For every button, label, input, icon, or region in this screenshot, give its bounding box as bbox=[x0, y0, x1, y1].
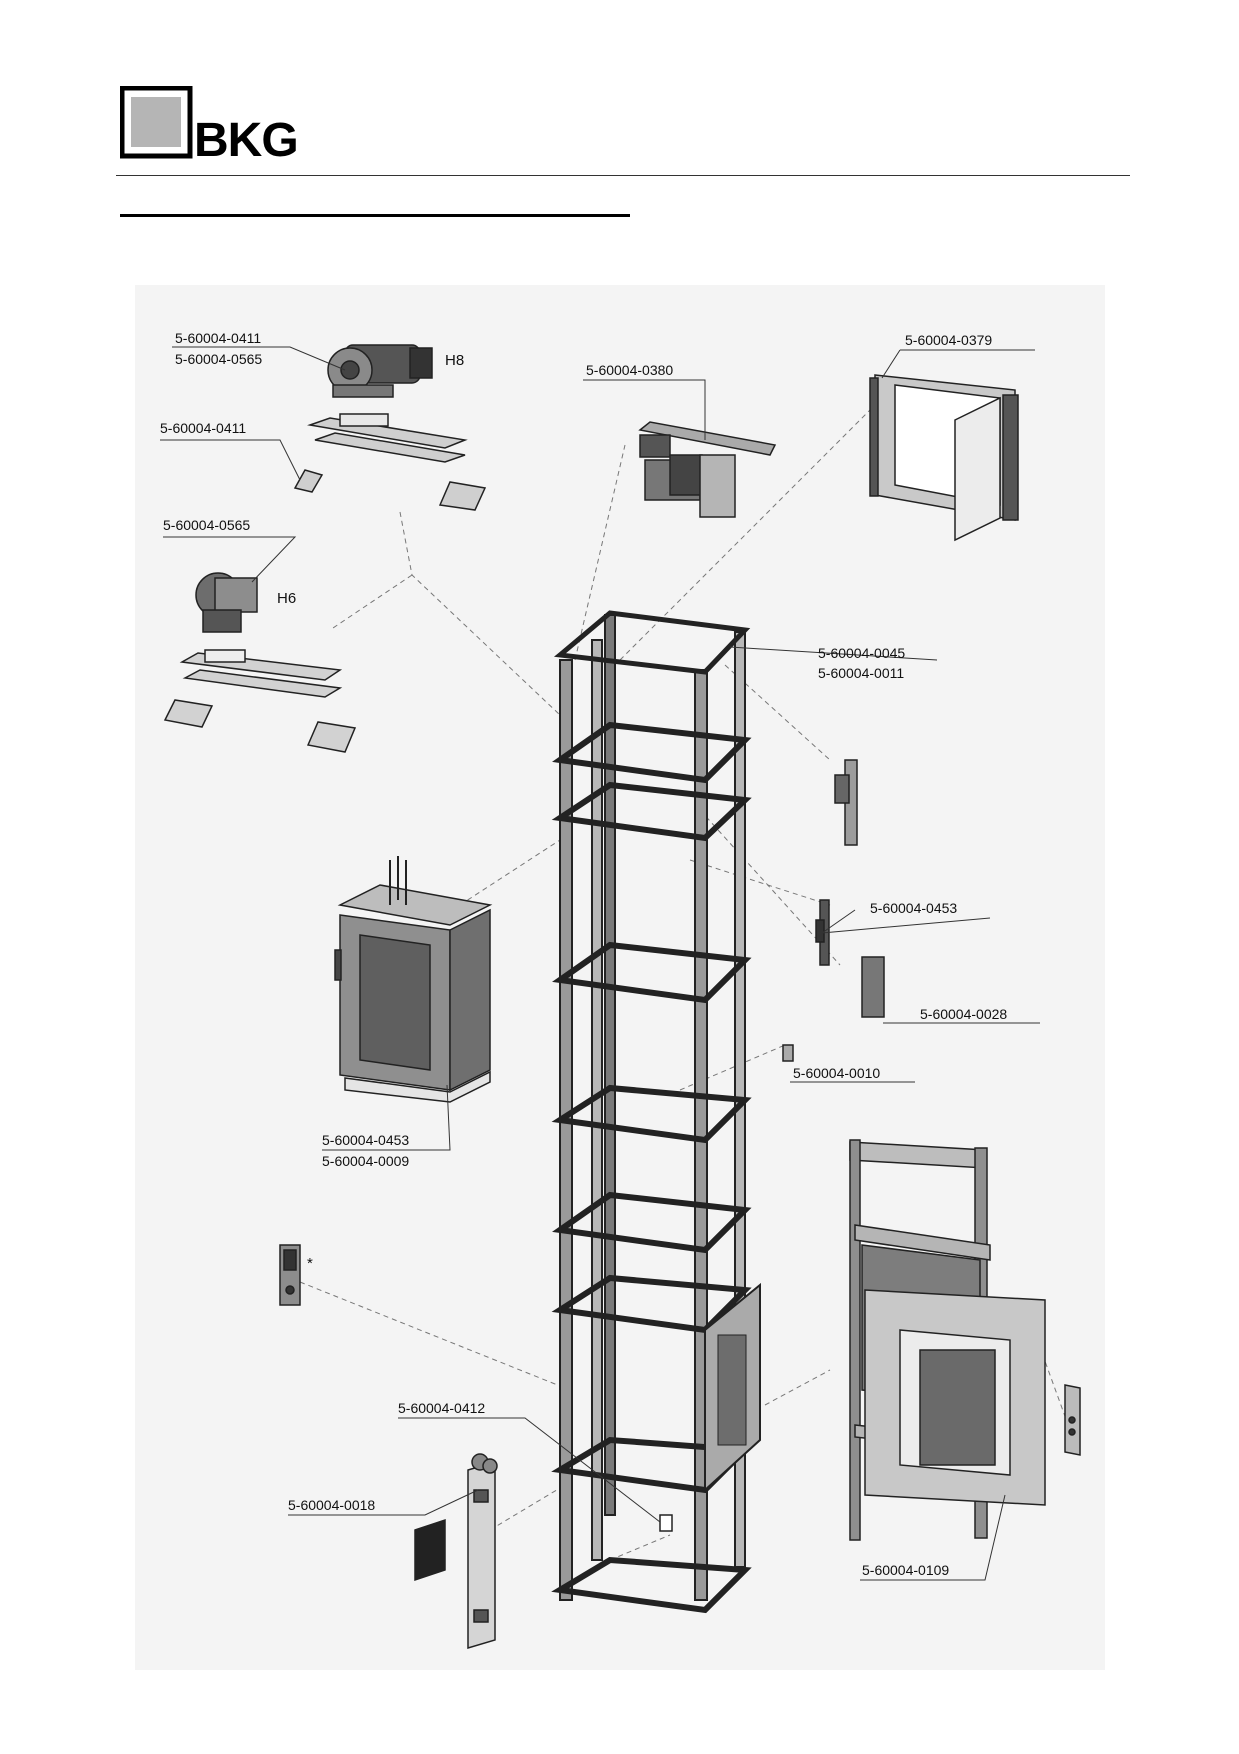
label-drive-h8-a: 5-60004-0411 bbox=[175, 330, 261, 346]
guide-rail-unit bbox=[834, 759, 858, 846]
drive-motor-h8 bbox=[327, 344, 433, 398]
label-guide-unit: 5-60004-0453 bbox=[870, 900, 957, 916]
label-drive-h8-b: 5-60004-0565 bbox=[175, 351, 262, 367]
label-drive-h6-variant: H6 bbox=[277, 590, 296, 607]
drive-frame-h6 bbox=[163, 649, 357, 753]
bracket bbox=[782, 1044, 794, 1062]
optional-control-box bbox=[279, 1244, 301, 1306]
lift-car bbox=[334, 856, 493, 1103]
header-rule bbox=[116, 175, 1130, 176]
label-shaft-frame-a: 5-60004-0045 bbox=[818, 645, 905, 661]
label-side-panel: 5-60004-0028 bbox=[920, 1006, 1007, 1022]
drive-motor-h6 bbox=[195, 572, 258, 633]
shaft-frame bbox=[551, 610, 761, 1614]
machine-room-door bbox=[869, 374, 1019, 542]
counterweight-assembly bbox=[414, 1453, 498, 1650]
label-car-a: 5-60004-0453 bbox=[322, 1132, 409, 1148]
side-panel bbox=[861, 956, 885, 1018]
drive-frame bbox=[293, 413, 487, 511]
label-landing-door: 5-60004-0109 bbox=[862, 1562, 949, 1578]
label-optional-mark: * bbox=[307, 1255, 313, 1272]
label-controller: 5-60004-0380 bbox=[586, 362, 673, 378]
landing-door-assembly bbox=[849, 1139, 1081, 1541]
controller-unit bbox=[638, 421, 777, 518]
label-car-b: 5-60004-0009 bbox=[322, 1153, 409, 1169]
label-drive-h8-variant: H8 bbox=[445, 352, 464, 369]
label-drive-h6-part: 5-60004-0565 bbox=[163, 517, 250, 533]
label-drive-frame: 5-60004-0411 bbox=[160, 420, 246, 436]
bkg-logo: BKG bbox=[120, 86, 299, 167]
label-counterweight: 5-60004-0018 bbox=[288, 1497, 375, 1513]
label-machine-door: 5-60004-0379 bbox=[905, 332, 992, 348]
title-rule bbox=[120, 214, 630, 217]
label-bracket: 5-60004-0010 bbox=[793, 1065, 880, 1081]
leader-lines bbox=[160, 346, 1040, 1581]
label-shaft-frame-b: 5-60004-0011 bbox=[818, 665, 904, 681]
label-pit-part: 5-60004-0412 bbox=[398, 1400, 485, 1416]
logo-text: BKG bbox=[194, 114, 298, 167]
part-labels: 5-60004-0411 5-60004-0565 H8 5-60004-041… bbox=[160, 330, 1007, 1578]
